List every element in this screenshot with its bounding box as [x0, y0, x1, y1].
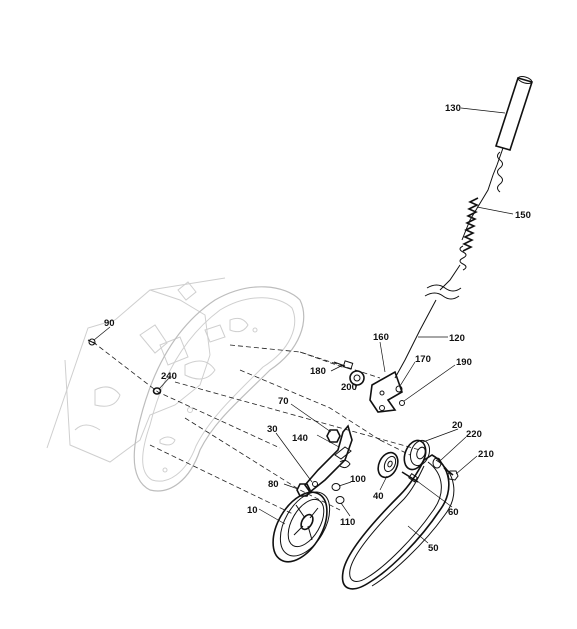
- callout-20: 20: [452, 420, 463, 431]
- cable-upper: [394, 147, 504, 379]
- callout-160: 160: [373, 332, 389, 343]
- small-hardware: [87, 338, 162, 395]
- leader-lines: [93, 107, 514, 544]
- callout-10: 10: [247, 505, 258, 516]
- callout-50: 50: [428, 543, 439, 554]
- callout-100: 100: [350, 474, 366, 485]
- idler-arm: [296, 424, 353, 504]
- callout-200: 200: [341, 382, 357, 393]
- callout-90: 90: [104, 318, 115, 329]
- alignment-lines: [92, 341, 421, 516]
- frame-housing: [46, 277, 305, 492]
- callout-130: 130: [445, 103, 461, 114]
- callout-30: 30: [267, 424, 278, 435]
- callout-labels: 130 150 120 90 240 160 180 170 190 200 7…: [104, 103, 531, 554]
- idler-40: [377, 451, 419, 483]
- handle-grip: [494, 76, 534, 151]
- belt-50: [341, 454, 455, 590]
- callout-40: 40: [373, 491, 384, 502]
- callout-170: 170: [415, 354, 431, 365]
- callout-220: 220: [466, 429, 482, 440]
- callout-140: 140: [292, 433, 308, 444]
- callout-120: 120: [449, 333, 465, 344]
- callout-60: 60: [448, 507, 459, 518]
- callout-70: 70: [278, 396, 289, 407]
- callout-180: 180: [310, 366, 326, 377]
- pulley-10: [272, 491, 331, 563]
- callout-190: 190: [456, 357, 472, 368]
- callout-80: 80: [268, 479, 279, 490]
- callout-150: 150: [515, 210, 531, 221]
- callout-240: 240: [161, 371, 177, 382]
- callout-210: 210: [478, 449, 494, 460]
- callout-110: 110: [340, 517, 355, 528]
